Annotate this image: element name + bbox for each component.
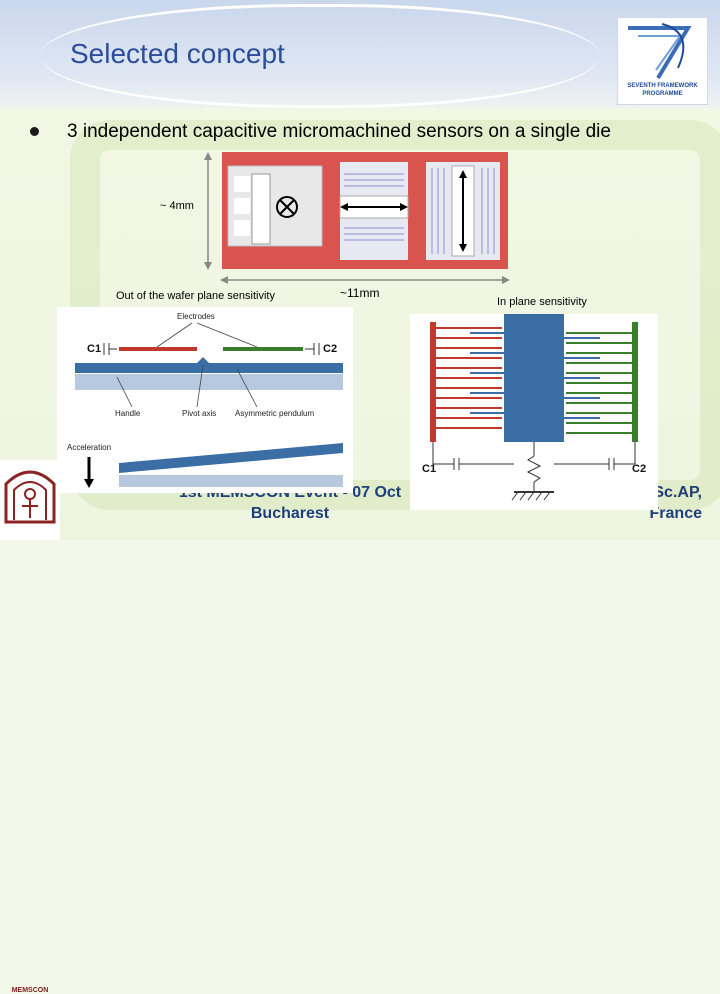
memscon-logo: MEMSCON: [0, 460, 60, 994]
memscon-logo-text: MEMSCON: [11, 987, 49, 994]
comb-c2-label: C2: [632, 463, 646, 475]
title-band: [0, 0, 720, 108]
memscon-emblem: [4, 470, 56, 524]
pendulum-c1-label: C1: [87, 343, 101, 355]
footer-organisation: Sc.AP, France: [640, 482, 702, 524]
electrode-red: [119, 347, 197, 351]
footer-right-line2: France: [649, 505, 702, 522]
out-of-plane-caption: Out of the wafer plane sensitivity: [116, 290, 275, 302]
electrode-green: [223, 347, 303, 351]
height-dimension-label: ~ 4mm: [160, 200, 194, 212]
comb-c1-label: C1: [422, 463, 436, 475]
handle-substrate: [75, 374, 343, 390]
comb-proof-mass: [504, 314, 564, 442]
fp7-text-line2: PROGRAMME: [642, 91, 683, 97]
fp7-emblem: [628, 23, 692, 80]
dimension-arrows: [204, 152, 510, 284]
footer-city: Bucharest: [250, 505, 330, 522]
in-plane-caption: In plane sensitivity: [497, 296, 587, 308]
die-layout: [227, 162, 500, 260]
sensor-die-photo: [222, 152, 508, 269]
bullet-text: 3 independent capacitive micromachined s…: [67, 121, 611, 142]
tilted-proof-mass: [119, 443, 343, 473]
handle-label: Handle: [115, 409, 141, 418]
pendulum-label: Asymmetric pendulum: [235, 409, 314, 418]
fp7-text-line1: SEVENTH FRAMEWORK: [627, 83, 698, 89]
proof-mass: [75, 363, 343, 373]
bullet-dot: [30, 127, 39, 136]
comb-diagram: C1 C2: [410, 314, 658, 510]
pendulum-c2-label: C2: [323, 343, 337, 355]
footer-right-line1: Sc.AP,: [653, 484, 702, 501]
slide-title: Selected concept: [70, 38, 285, 69]
acceleration-label: Acceleration: [67, 443, 111, 452]
electrodes-label: Electrodes: [177, 312, 215, 321]
fp7-logo: SEVENTH FRAMEWORK PROGRAMME: [617, 17, 708, 105]
pendulum-diagram: Electrodes C1 C2 Handle Pivot axis Asymm…: [57, 307, 353, 493]
pivot-label: Pivot axis: [182, 409, 216, 418]
width-dimension-label: ~11mm: [340, 286, 380, 300]
title-swoosh: [40, 4, 600, 108]
